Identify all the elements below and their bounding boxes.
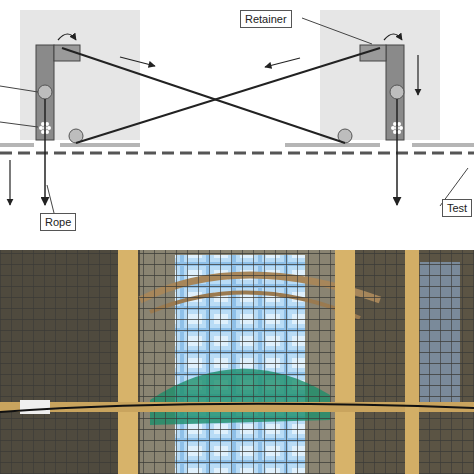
part-label: Retainer — [240, 10, 292, 28]
part-label: Rope — [40, 213, 76, 231]
part-label: Test — [442, 199, 472, 217]
